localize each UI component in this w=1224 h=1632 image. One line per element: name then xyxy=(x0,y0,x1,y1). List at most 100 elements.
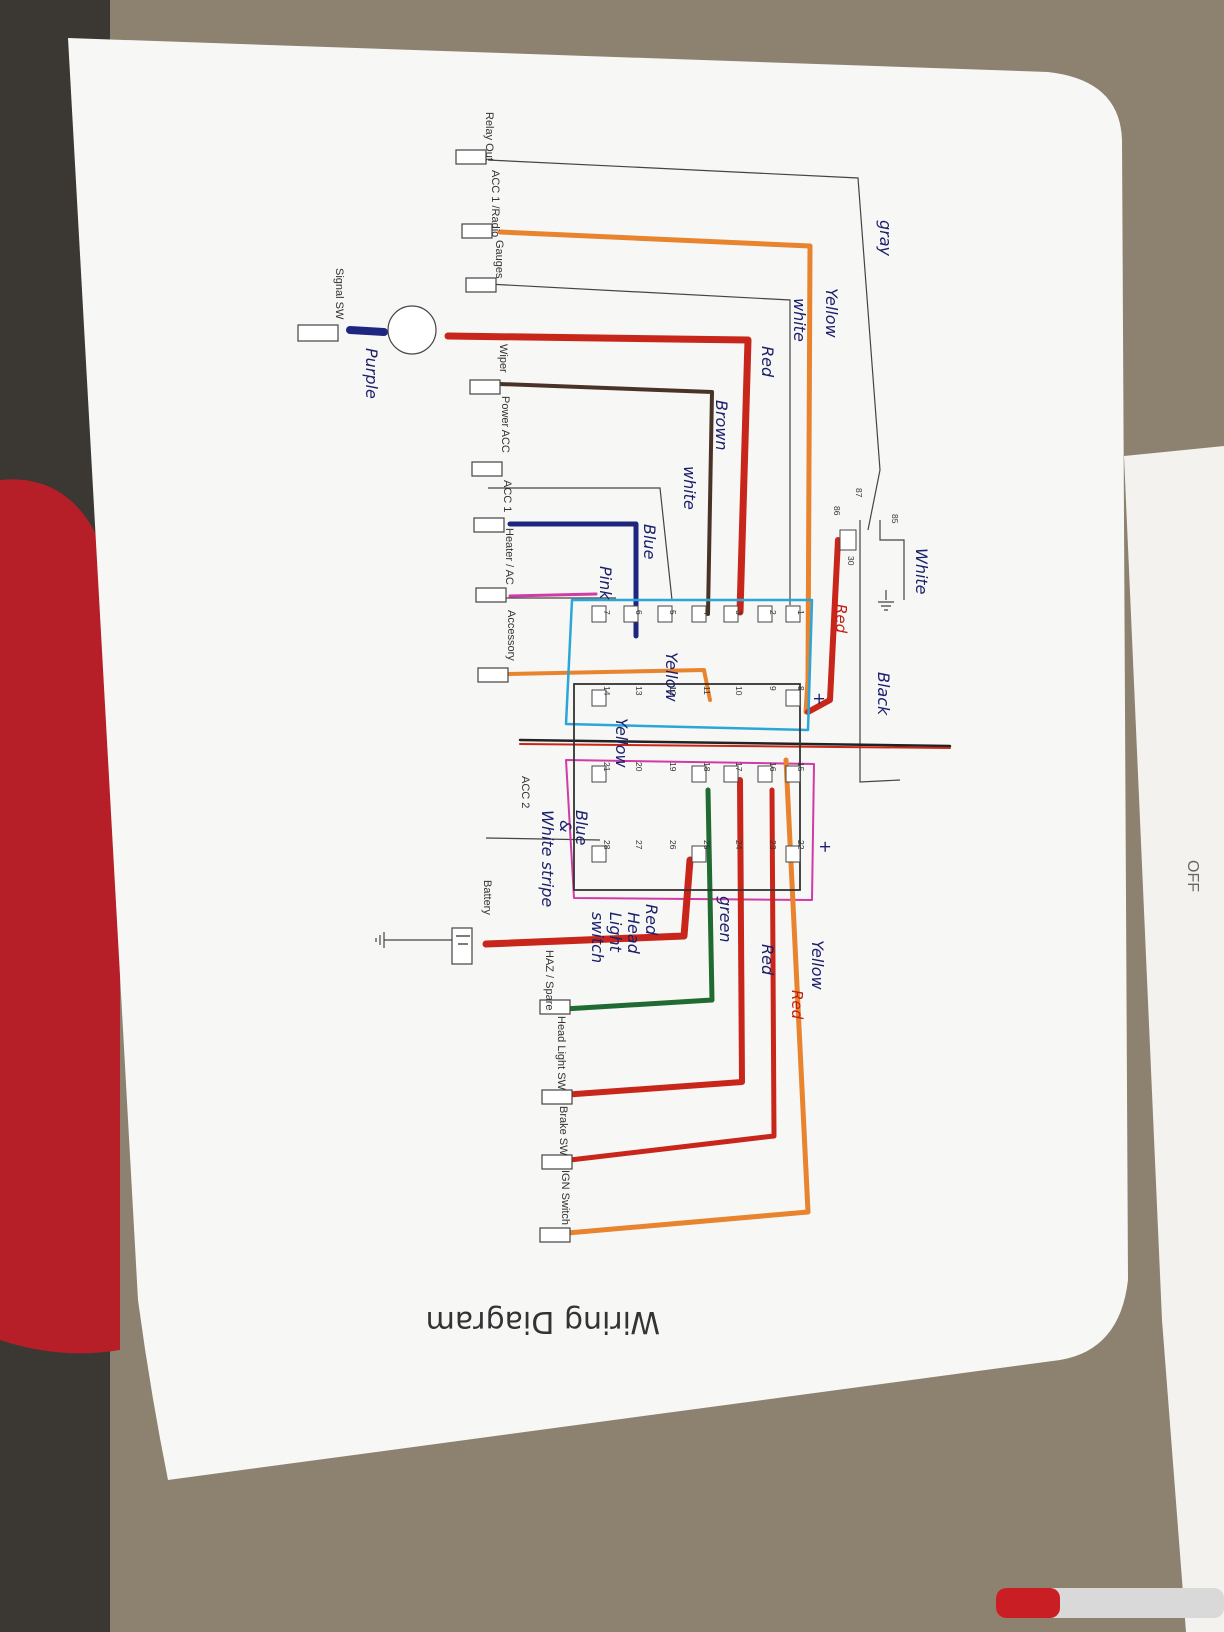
label-wiper: Wiper xyxy=(497,344,509,373)
fuse-10: 10 xyxy=(734,686,744,696)
fuse-5: 5 xyxy=(668,610,678,615)
hand-blue-stripe: Blue xyxy=(572,810,591,846)
left-printed-labels: Relay Out ACC 1 /Radio Gauges Wiper Powe… xyxy=(333,112,517,661)
fuse-9: 9 xyxy=(768,686,778,691)
fuse-26: 26 xyxy=(668,840,678,850)
cyan-loop xyxy=(564,598,814,732)
fuse-8: 8 xyxy=(796,686,806,691)
red-wire-brake xyxy=(567,787,777,1163)
bottom-printed-labels: ACC 2 Battery HAZ / Spare Head Light SW … xyxy=(481,776,571,1225)
fuse-11: 11 xyxy=(702,686,712,695)
orange-wire-radio xyxy=(497,229,813,715)
label-heater-ac: Heater / AC xyxy=(503,528,515,585)
label-battery: Battery xyxy=(481,880,493,915)
red-wire-relay30 xyxy=(805,537,841,715)
label-brake-sw: Brake SW xyxy=(557,1106,569,1156)
hand-yellow-1: Yellow xyxy=(822,288,841,339)
hand-red-headlight: Red xyxy=(642,904,661,936)
fuse-15: 15 xyxy=(796,762,806,772)
gauge-circle xyxy=(387,305,437,355)
hand-plus-2: + xyxy=(816,840,835,853)
red-wire-battery xyxy=(482,856,694,948)
label-accessory: Accessory xyxy=(505,610,517,661)
ground-symbols xyxy=(375,590,894,948)
hand-yellow-4: Yellow xyxy=(808,940,827,991)
fuse-24: 24 xyxy=(734,840,744,850)
hand-amp: & xyxy=(556,820,575,832)
notebook xyxy=(1124,446,1224,1632)
hand-pink: Pink xyxy=(596,566,615,600)
notebook-text: OFF xyxy=(1184,860,1201,892)
hand-light: Light xyxy=(606,912,625,953)
fuse-20: 20 xyxy=(634,762,644,772)
left-connectors xyxy=(297,149,573,1243)
hand-red-1: Red xyxy=(758,346,777,378)
diagram-title: Wiring Diagram xyxy=(426,1304,660,1339)
purple-wire-signal xyxy=(346,326,388,336)
hand-white-1: white xyxy=(790,298,809,342)
fuse-3: 3 xyxy=(734,610,744,615)
fuse-18: 18 xyxy=(702,762,712,772)
brown-wire-wiper xyxy=(498,382,714,616)
schematic-wires xyxy=(485,159,905,841)
black-bus-wire xyxy=(518,738,952,748)
hand-red-3: Red xyxy=(758,944,777,976)
label-ign-switch: IGN Switch xyxy=(559,1170,571,1225)
label-acc2: ACC 2 xyxy=(519,776,531,808)
label-signal-sw: Signal SW xyxy=(333,268,345,320)
relay-pin-30: 30 xyxy=(846,556,856,566)
hand-red-2: Red xyxy=(832,604,850,634)
fuse-numbers: 1 2 3 4 5 6 7 8 9 10 11 12 13 14 15 16 1… xyxy=(602,610,806,850)
hand-gray: gray xyxy=(876,220,895,257)
hand-purple: Purple xyxy=(362,348,381,399)
hand-yellow-3: Yellow xyxy=(612,718,631,769)
fuse-7: 7 xyxy=(602,610,612,615)
fuse-27: 27 xyxy=(634,840,644,850)
fuse-1: 1 xyxy=(796,610,806,615)
fuse-6: 6 xyxy=(634,610,644,615)
hand-blue: Blue xyxy=(640,524,659,560)
fuse-16: 16 xyxy=(768,762,778,772)
fuse-17: 17 xyxy=(734,762,744,772)
fuse-13: 13 xyxy=(634,686,644,696)
hand-white-3: White xyxy=(912,548,931,595)
blue-wire-acc1 xyxy=(507,521,639,639)
battery-symbol xyxy=(456,935,470,945)
relay-pin-87: 87 xyxy=(854,488,864,498)
hand-yellow-2: Yellow xyxy=(662,652,681,703)
red-marker-cap xyxy=(996,1588,1060,1618)
relay-pin-labels: 87 86 85 30 xyxy=(832,488,900,566)
fuse-23: 23 xyxy=(768,840,778,850)
hand-brown: Brown xyxy=(712,400,731,451)
label-relay-out: Relay Out xyxy=(483,112,495,161)
fuse-4: 4 xyxy=(702,610,712,615)
hand-red-4: Red xyxy=(788,990,806,1020)
paper-sheet xyxy=(68,38,1128,1480)
relay-pin-85: 85 xyxy=(890,514,900,524)
green-wire-haz xyxy=(545,787,715,1013)
hand-plus-1: + xyxy=(810,692,829,705)
fuse-box-outer xyxy=(573,683,801,891)
orange-wire-accessory xyxy=(506,668,712,702)
orange-wire-ign xyxy=(553,757,811,1237)
red-bus-wire xyxy=(519,743,951,749)
hand-switch: switch xyxy=(588,912,607,963)
red-wire-headlight xyxy=(545,777,745,1099)
fuse-19: 19 xyxy=(668,762,678,772)
hand-green: green xyxy=(716,896,735,943)
fuse-12: 12 xyxy=(668,686,678,696)
label-headlight-sw: Head Light SW xyxy=(555,1016,567,1091)
magenta-loop xyxy=(565,759,815,901)
fuse-28: 28 xyxy=(602,840,612,850)
label-acc1-radio: ACC 1 /Radio xyxy=(489,170,501,237)
handwritten-annotations: gray Yellow white Red Brown white Blue P… xyxy=(362,220,931,1020)
red-cloth xyxy=(0,479,120,1354)
fuse-pin-boxes xyxy=(591,529,857,863)
label-gauges: Gauges xyxy=(493,240,505,279)
hand-white-stripe: White stripe xyxy=(538,810,557,907)
fuse-21: 21 xyxy=(602,762,612,772)
fuse-25: 25 xyxy=(702,840,712,850)
colored-wires xyxy=(346,229,952,1237)
fuse-22: 22 xyxy=(796,840,806,850)
